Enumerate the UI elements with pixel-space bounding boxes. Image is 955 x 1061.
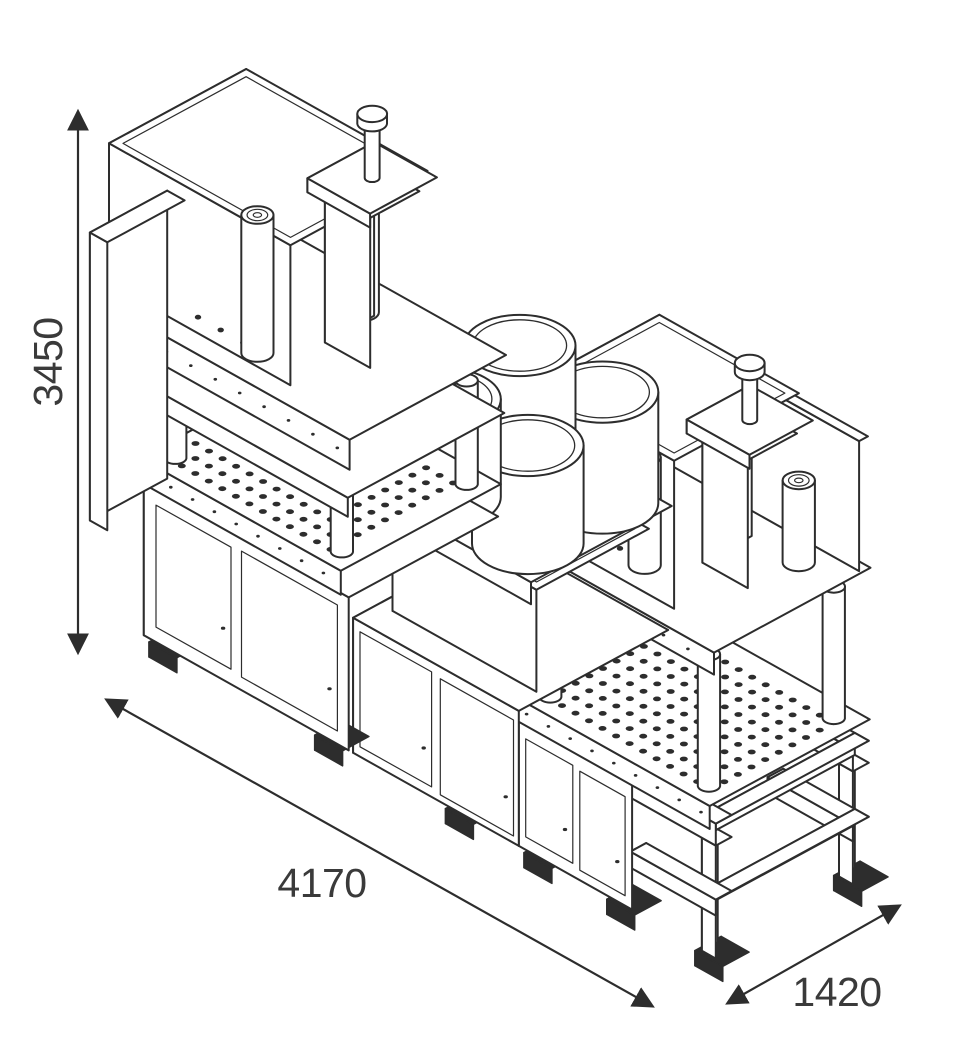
dimension-height-label: 3450: [25, 317, 71, 406]
dimension-depth-label: 1420: [792, 969, 881, 1015]
dimension-depth: 1420: [725, 904, 902, 1015]
dimension-length: 4170: [104, 698, 655, 1008]
dimension-height: 3450: [25, 108, 89, 656]
machine-drawing: [88, 68, 889, 983]
dimension-depth-line: [725, 904, 902, 1005]
dimension-length-label: 4170: [277, 860, 366, 906]
dimension-length-line: [104, 698, 655, 1008]
left-press-module: [88, 68, 507, 767]
